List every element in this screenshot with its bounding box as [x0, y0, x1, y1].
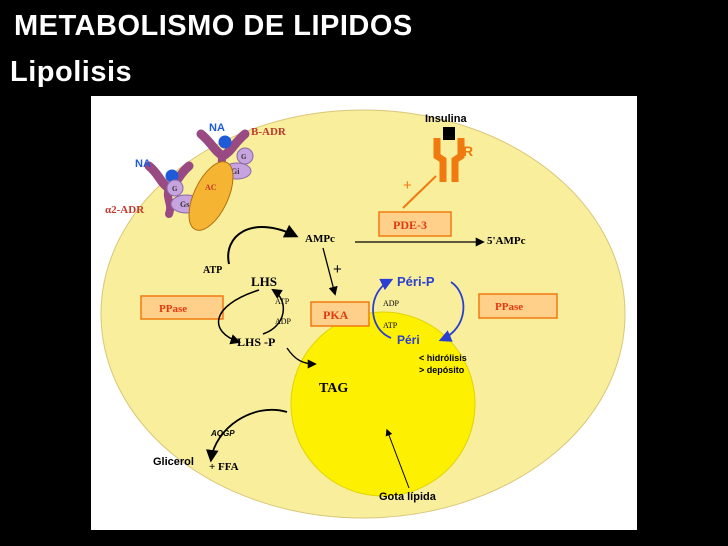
alpha2-adr-label: α2-ADR	[105, 204, 145, 216]
insulin-receptor	[433, 138, 465, 182]
pka-enzyme	[310, 301, 370, 327]
plus-pka: +	[333, 261, 342, 278]
na-agonist-left	[165, 169, 179, 183]
tag-label: TAG	[319, 381, 348, 396]
ppase-left-enzyme	[140, 295, 224, 320]
pde3-enzyme	[378, 211, 452, 237]
insulin-receptor-label: R	[463, 143, 473, 159]
peri-label: Péri	[397, 333, 420, 347]
ffa-label: + FFA	[209, 461, 239, 473]
hydrolysis-label: < hidrólisis	[419, 353, 467, 363]
lhsp-to-droplet-arrow	[286, 347, 317, 369]
droplet-pointer-arrow	[385, 428, 410, 489]
peri-to-perip-arrow	[372, 278, 394, 339]
lhsp-label: LHS -P	[237, 335, 275, 349]
beta-adr-label: B-ADR	[251, 126, 287, 138]
atp-peri-label: ATP	[383, 321, 398, 330]
atp-lhs-label: ATP	[275, 297, 290, 306]
pde3-label: PDE-3	[393, 218, 427, 232]
g-label-top: G	[241, 153, 247, 161]
aqgp-label: AQGP	[210, 429, 235, 438]
droplet-label: Gota lípida	[379, 491, 437, 503]
ppase-left-label: PPase	[159, 303, 187, 315]
na-label-left: NA	[135, 158, 151, 170]
atp-top-label: ATP	[203, 265, 222, 276]
adenylate-cyclase	[188, 161, 234, 231]
ac-label: AC	[205, 183, 217, 192]
ppase-right-label: PPase	[495, 301, 523, 313]
5ampc-label: 5'AMPc	[487, 235, 526, 247]
insulin-molecule	[443, 127, 455, 140]
glycerol-label: Glicerol	[153, 456, 194, 468]
lipolysis-diagram: NA α2-ADR NA B-ADR G Gi G Gs AC Insulina…	[100, 109, 626, 519]
adp-lhs-label: ADP	[275, 317, 292, 326]
perip-label: Péri-P	[397, 274, 435, 289]
insulin-to-pde3-arrow	[402, 175, 437, 209]
ampc-to-pka-arrow	[322, 247, 338, 296]
insulin-label: Insulina	[425, 113, 467, 125]
adp-peri-label: ADP	[383, 299, 400, 308]
ampc-label: AMPc	[305, 233, 335, 245]
plus-insulin: +	[403, 177, 412, 194]
na-agonist-top	[218, 135, 232, 149]
slide-title: METABOLISMO DE LIPIDOS	[14, 10, 413, 42]
lhs-to-lhsp-arrow	[217, 289, 260, 345]
slide-subtitle: Lipolisis	[10, 56, 133, 88]
deposit-label: > depósito	[419, 365, 465, 375]
pka-label: PKA	[323, 308, 349, 322]
atp-to-ampc-arrow	[227, 224, 299, 265]
lhsp-to-lhs-arrow	[262, 288, 285, 335]
tag-to-glycerol-arrow	[206, 409, 288, 463]
na-label-top: NA	[209, 122, 225, 134]
gi-label: Gi	[231, 167, 240, 176]
diagram-panel: NA α2-ADR NA B-ADR G Gi G Gs AC Insulina…	[91, 96, 637, 530]
gs-label: Gs	[180, 200, 189, 209]
g-label-left: G	[172, 185, 178, 193]
ppase-right-enzyme	[478, 293, 558, 319]
lhs-label: LHS	[251, 274, 277, 289]
perip-to-peri-arrow	[438, 281, 465, 342]
lipid-droplet	[290, 311, 476, 497]
g-protein-alpha-left	[166, 179, 184, 197]
